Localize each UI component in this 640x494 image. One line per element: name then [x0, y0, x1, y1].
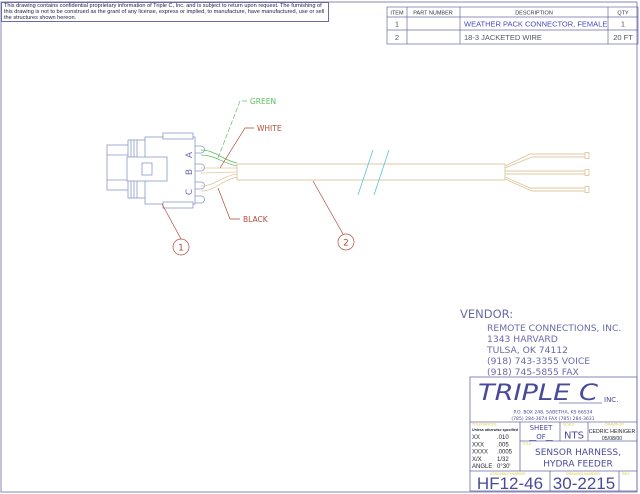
vendor-line: 1343 HARVARD	[487, 334, 558, 345]
parts-table	[386, 6, 639, 45]
table-row-2-qty: 20 FT	[613, 33, 633, 42]
jacketed-cable	[236, 152, 590, 193]
tolerance-value: 1/32	[497, 457, 509, 463]
vendor-line: (918) 743-3355 VOICE	[487, 356, 590, 367]
tolerance-value: .0005	[497, 450, 513, 456]
assembly-number-label: ASSEMBLY NUMBER	[490, 472, 526, 476]
table-header-description: DESCRIPTION	[515, 11, 553, 17]
tolerance-key: XXXX	[472, 450, 488, 456]
leaders	[161, 100, 344, 240]
scale-label: SCALE	[563, 423, 575, 427]
company-suffix: INC.	[604, 396, 618, 404]
weather-pack-connector	[106, 132, 205, 209]
title-block	[469, 376, 638, 492]
title-label: TITLE	[522, 442, 532, 446]
tolerances-note: Unless otherwise specified	[472, 427, 518, 432]
pin-label-a: A	[185, 151, 195, 158]
tolerance-key: XXX	[472, 442, 484, 448]
break-gap	[362, 164, 379, 180]
tolerance-value: .010	[497, 435, 509, 441]
table-header-qty: QTY	[617, 11, 629, 17]
company-phone: (785) 284-3674 FAX (785) 284-3631	[511, 416, 594, 422]
drawn-by-name: CEDRIC HEINIGER	[589, 429, 636, 435]
drawn-date: 05/08/00	[602, 436, 622, 442]
table-row-1-description: WEATHER PACK CONNECTOR, FEMALE	[464, 20, 607, 29]
balloon-2: 2	[337, 233, 355, 251]
pin-label-b: B	[185, 169, 195, 175]
confidentiality-notice: This drawing contains confidential propr…	[1, 2, 329, 22]
drawing-number: 30-2215	[553, 474, 615, 493]
wire-leads	[200, 149, 238, 192]
table-header-part-number: PART NUMBER	[413, 11, 452, 17]
wire-label-black: BLACK	[243, 215, 269, 224]
drawing-title-line2: HYDRA FEEDER	[543, 460, 613, 470]
drawing-number-label: DRAWING NUMBER	[566, 472, 600, 476]
table-row-2-item: 2	[395, 33, 399, 42]
tolerance-value: .005	[497, 442, 509, 448]
company-address: P.O. BOX 248, SABETHA, KS 66534	[513, 410, 592, 416]
pin-label-c: C	[185, 189, 195, 195]
drawing-title-line1: SENSOR HARNESS,	[535, 448, 621, 458]
vendor-line: TULSA, OK 74112	[486, 345, 568, 356]
tolerances-label: TOLERANCES	[472, 423, 497, 427]
drawn-by-label: DRAWN BY	[605, 423, 625, 427]
tolerance-key: ANGLE	[472, 464, 492, 470]
balloon-2-label: 2	[343, 239, 349, 249]
break-lines	[357, 149, 390, 196]
table-row-1-qty: 1	[621, 20, 625, 29]
scale-value: NTS	[564, 431, 584, 442]
vendor-line: REMOTE CONNECTIONS, INC.	[487, 323, 621, 334]
table-row-2-description: 18-3 JACKETED WIRE	[464, 33, 542, 42]
wire-label-white: WHITE	[257, 124, 282, 133]
tolerance-key: XX	[472, 435, 480, 441]
table-row-1-item: 1	[395, 20, 399, 29]
sheet-label: SHEET	[530, 424, 554, 432]
tolerance-key: X/X	[472, 457, 482, 463]
tolerance-value: 0°30'	[497, 464, 511, 470]
balloon-1-label: 1	[178, 244, 184, 254]
rev-label: REV	[622, 472, 630, 476]
assembly-number: HF12-46	[477, 474, 543, 493]
vendor-line: (918) 745-5855 FAX	[487, 367, 579, 378]
vendor-info: VENDOR: REMOTE CONNECTIONS, INC. 1343 HA…	[460, 307, 621, 378]
company-logo: TRIPLE C	[478, 381, 599, 406]
balloon-1: 1	[172, 238, 190, 256]
vendor-heading: VENDOR:	[460, 307, 513, 321]
table-header-item: ITEM	[390, 11, 404, 17]
sheet-of: __OF__	[528, 433, 553, 441]
wire-label-green: GREEN	[250, 97, 276, 106]
